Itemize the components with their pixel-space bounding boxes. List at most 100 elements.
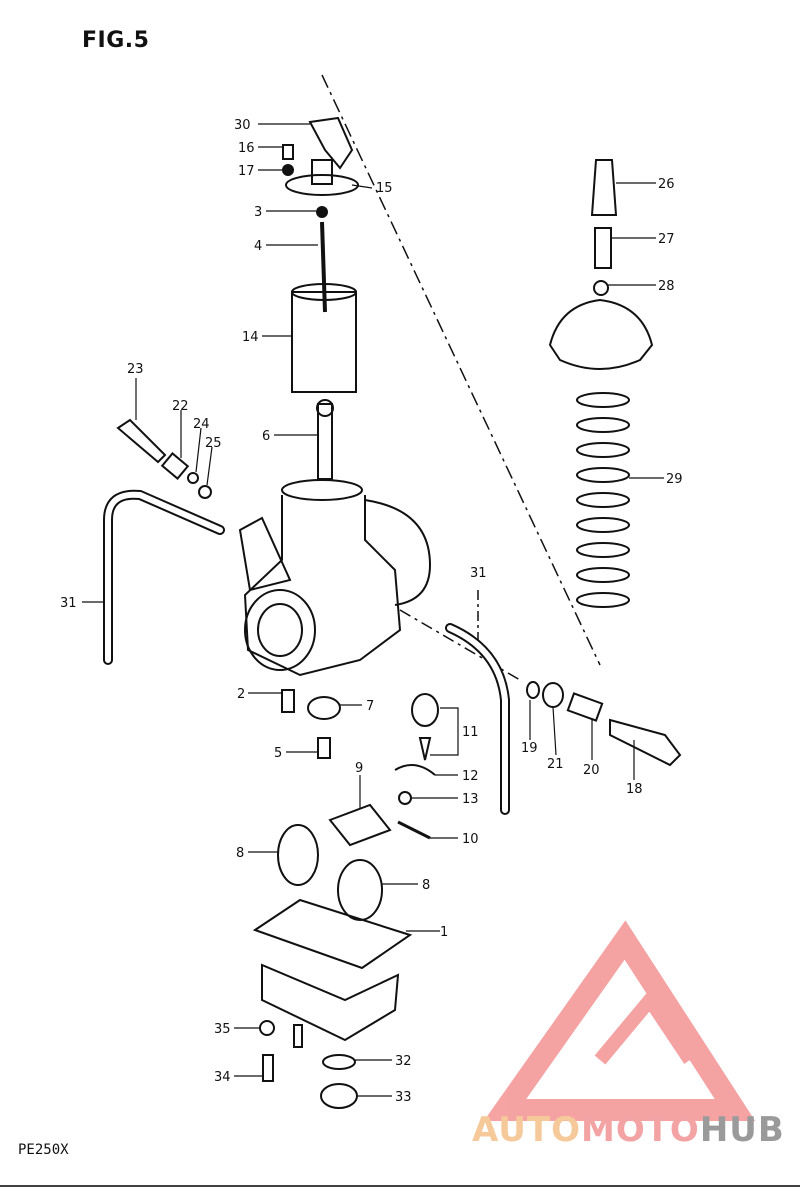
callout-1: 1 [440, 925, 448, 940]
callout-31-left: 31 [60, 596, 77, 611]
part-7-cap [307, 696, 341, 720]
part-28-washer [593, 280, 609, 296]
part-29-top-cap [548, 298, 654, 370]
callout-28: 28 [658, 279, 675, 294]
figure-title: FIG.5 [82, 28, 150, 53]
part-8-float-right [337, 859, 383, 921]
callout-10: 10 [462, 832, 479, 847]
part-20-spring [566, 692, 604, 722]
callout-29: 29 [666, 472, 683, 487]
part-8-float-left [277, 824, 319, 886]
part-30-cap [308, 116, 354, 170]
callout-19: 19 [521, 741, 538, 756]
callout-30: 30 [234, 118, 251, 133]
callout-16: 16 [238, 141, 255, 156]
callout-26: 26 [658, 177, 675, 192]
carb-body [243, 495, 402, 677]
part-6-needle-jet [317, 403, 333, 480]
callout-35: 35 [214, 1022, 231, 1037]
callout-13: 13 [462, 792, 479, 807]
part-14-slide-top [291, 283, 357, 301]
part-29-spring [576, 392, 630, 608]
part-13-screw [398, 791, 412, 805]
carb-intake-inner [257, 603, 303, 657]
callout-8-right: 8 [422, 878, 430, 893]
callout-20: 20 [583, 763, 600, 778]
callout-15: 15 [376, 181, 393, 196]
part-33-plug [320, 1083, 358, 1109]
part-31-right-tube-inner [447, 625, 508, 813]
callout-34: 34 [214, 1070, 231, 1085]
callout-2: 2 [237, 687, 245, 702]
part-26-adjuster [590, 159, 618, 216]
watermark-logo [0, 920, 800, 1187]
part-35-nut [259, 1020, 275, 1036]
part-25-oring [198, 485, 212, 499]
callout-25: 25 [205, 436, 222, 451]
part-17-washer [282, 164, 294, 176]
part-9-float-arm [328, 803, 392, 847]
part-10-pin [397, 820, 431, 840]
callout-6: 6 [262, 429, 270, 444]
part-19-oring [526, 681, 540, 699]
part-23-screw [116, 418, 167, 464]
callout-9: 9 [355, 761, 363, 776]
logo-triangle-outer [483, 920, 756, 1121]
bowl-drain-tube [293, 1024, 303, 1048]
model-code: PE250X [18, 1142, 69, 1158]
part-14-slide [291, 291, 357, 393]
part-31-left-tube-inner [105, 491, 223, 663]
part-21-washer [542, 682, 564, 708]
part-15-plate [285, 174, 359, 196]
callout-12: 12 [462, 769, 479, 784]
carb-choke-lever [238, 516, 292, 592]
callout-21: 21 [547, 757, 564, 772]
callout-33: 33 [395, 1090, 412, 1105]
part-24-washer [187, 472, 199, 484]
part-34-bolt [262, 1054, 274, 1082]
callout-11: 11 [462, 725, 479, 740]
part-15-post [311, 159, 333, 185]
logo-inner-mark [594, 988, 696, 1065]
callout-24: 24 [193, 417, 210, 432]
carb-bore-top [281, 479, 363, 501]
callout-4: 4 [254, 239, 262, 254]
carb-side-bell [364, 499, 432, 606]
part-2-jet [281, 689, 295, 713]
part-6-head [316, 399, 334, 417]
callout-32: 32 [395, 1054, 412, 1069]
carb-intake [244, 589, 316, 671]
callout-8-left: 8 [236, 846, 244, 861]
callout-17: 17 [238, 164, 255, 179]
part-32-gasket [322, 1054, 356, 1070]
assembly-line-side [399, 609, 521, 681]
callout-7: 7 [366, 699, 374, 714]
callout-31-right: 31 [470, 566, 487, 581]
callout-5: 5 [274, 746, 282, 761]
part-3-clip [316, 206, 328, 218]
part-1-gasket [252, 898, 413, 970]
callout-23: 23 [127, 362, 144, 377]
callout-14: 14 [242, 330, 259, 345]
assembly-line-top [321, 74, 601, 666]
part-11-needle [418, 737, 432, 761]
callout-22: 22 [172, 399, 189, 414]
part-11-valve-seat [411, 693, 439, 727]
part-27-nut [594, 227, 612, 269]
part-22-spring [160, 452, 190, 480]
float-bowl [261, 963, 400, 1042]
wordmark-moto: MOTO [580, 1110, 700, 1150]
wordmark-hub: HUB [699, 1110, 785, 1150]
callout-18: 18 [626, 782, 643, 797]
callout-27: 27 [658, 232, 675, 247]
callout-3: 3 [254, 205, 262, 220]
part-16-screw [282, 144, 294, 160]
wordmark-auto: AUTO [472, 1110, 581, 1150]
part-18-screw [609, 718, 682, 767]
part-4-needle [320, 221, 327, 313]
watermark-wordmark: AUTOMOTOHUB [472, 1110, 785, 1150]
part-12-clip [394, 764, 436, 776]
part-5-jet [317, 737, 331, 759]
